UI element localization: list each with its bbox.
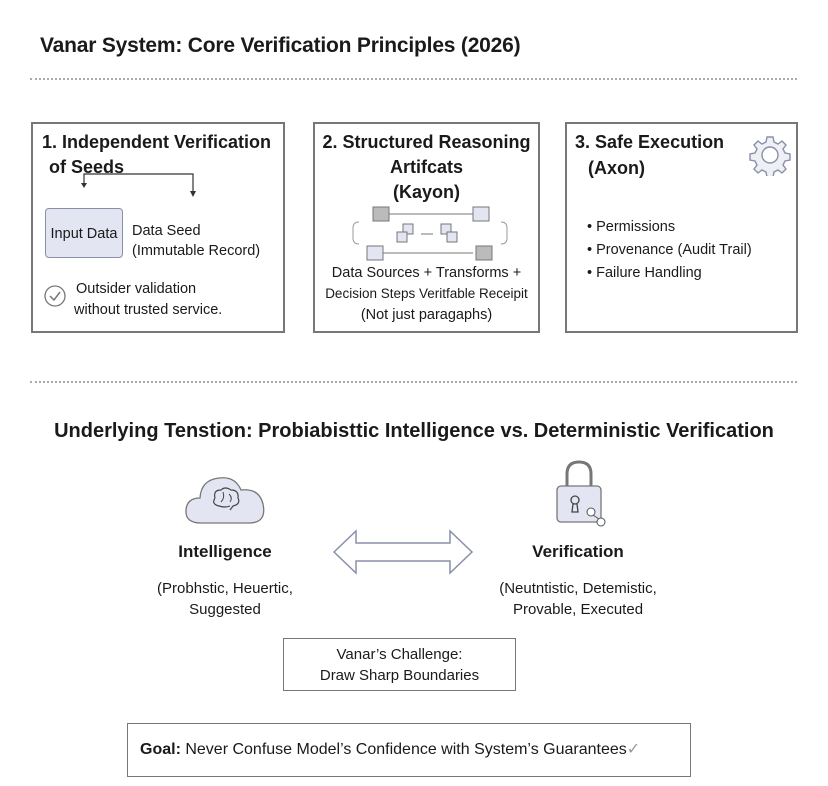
- card-title: 3. Safe Execution: [575, 132, 725, 152]
- divider: [30, 381, 797, 383]
- intelligence-label: Intelligence: [178, 542, 272, 561]
- bullet-item: • Permissions: [587, 219, 676, 235]
- check-icon: ✓: [626, 741, 641, 758]
- check-circle-icon: [44, 285, 66, 307]
- card-title: Artifcats: [389, 157, 464, 177]
- loop-arrow-icon: [81, 173, 196, 197]
- card-title: 2. Structured Reasoning: [322, 132, 531, 152]
- check-text: Outsider validation: [76, 281, 197, 297]
- artifact-desc: Decision Steps Veritfable Receipit: [325, 286, 528, 301]
- card-title: of Seeds: [49, 157, 125, 177]
- intelligence-desc: Suggested: [189, 601, 261, 618]
- challenge-text: Vanar’s Challenge:: [336, 646, 463, 663]
- seed-label: Data Seed: [132, 223, 201, 239]
- page-title: Vanar System: Core Verification Principl…: [40, 34, 521, 57]
- seed-label: (Immutable Record): [132, 243, 261, 259]
- intelligence-desc: (Probhstic, Heuertic,: [157, 580, 293, 597]
- bullet-list: • Permissions • Provenance (Audit Trail)…: [587, 216, 752, 285]
- card-safe-execution: 3. Safe Execution (Axon) • Permissions •…: [565, 122, 798, 333]
- flow-diagram-icon: [352, 206, 508, 261]
- challenge-box: Vanar’s Challenge: Draw Sharp Boundaries: [283, 638, 516, 691]
- verification-desc: (Neutntistic, Detemistic,: [499, 580, 657, 597]
- lock-icon: [556, 460, 606, 527]
- card-title: (Axon): [588, 158, 645, 178]
- card-title: 1. Independent Verification: [42, 132, 272, 152]
- artifact-desc: (Not just paragaphs): [360, 307, 493, 323]
- double-arrow-icon: [332, 529, 474, 575]
- goal-label: Goal:: [140, 741, 181, 758]
- goal-text: Never Confuse Model’s Confidence with Sy…: [180, 741, 627, 758]
- check-text: without trusted service.: [74, 302, 223, 318]
- tension-heading: Underlying Tenstion: Probiabisttic Intel…: [54, 420, 774, 442]
- artifact-desc: Data Sources + Transforms +: [331, 265, 522, 281]
- bullet-item: • Provenance (Audit Trail): [587, 242, 752, 258]
- cloud-brain-icon: [185, 477, 265, 524]
- verification-label: Verification: [532, 542, 624, 561]
- divider: [30, 78, 797, 80]
- verification-desc: Provable, Executed: [512, 601, 644, 618]
- card-reasoning-artifacts: 2. Structured Reasoning Artifcats (Kayon…: [313, 122, 540, 333]
- gear-icon: [749, 136, 791, 176]
- goal-box: Goal: Never Confuse Model’s Confidence w…: [127, 723, 691, 777]
- card-title: (Kayon): [393, 182, 460, 202]
- bullet-item: • Failure Handling: [587, 265, 702, 281]
- input-data-box: Input Data: [45, 208, 123, 258]
- card-seed-verification: 1. Independent Verification of Seeds Inp…: [31, 122, 285, 333]
- challenge-text: Draw Sharp Boundaries: [319, 667, 480, 684]
